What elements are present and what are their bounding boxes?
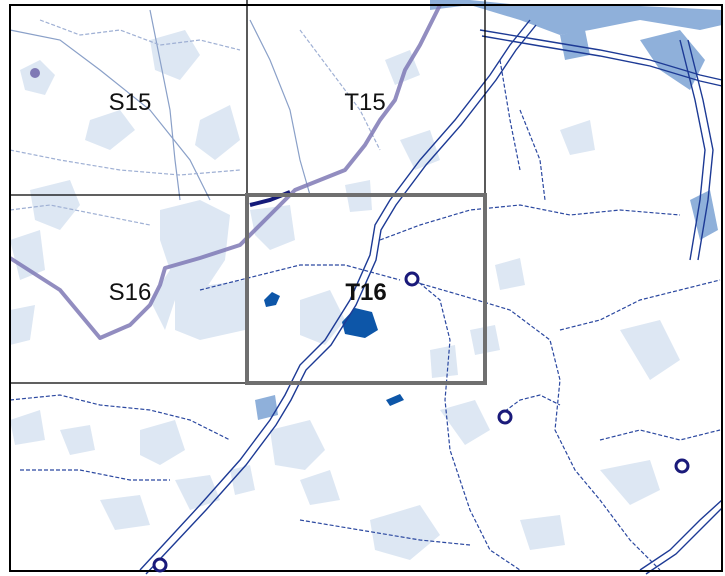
tile-s15[interactable]: S15 — [10, 5, 247, 195]
tile-label-t15: T15 — [344, 89, 385, 116]
roads — [9, 9, 723, 575]
station-markers — [30, 68, 690, 573]
selected-tile-frame — [245, 193, 487, 385]
tile-label-s15: S15 — [109, 89, 152, 116]
station-icon[interactable] — [497, 409, 513, 425]
tile-s16[interactable]: S16 — [10, 195, 247, 383]
urban-areas — [10, 30, 680, 560]
station-icon[interactable] — [674, 458, 690, 474]
tile-t15[interactable]: T15 — [247, 5, 485, 195]
tile-label-s16: S16 — [109, 279, 152, 306]
station-icon[interactable] — [404, 271, 420, 287]
station-icon[interactable] — [152, 557, 168, 573]
tile-t16[interactable]: T16 — [247, 195, 485, 383]
marker-dot-icon — [30, 68, 40, 78]
tile-label-t16: T16 — [345, 279, 386, 306]
